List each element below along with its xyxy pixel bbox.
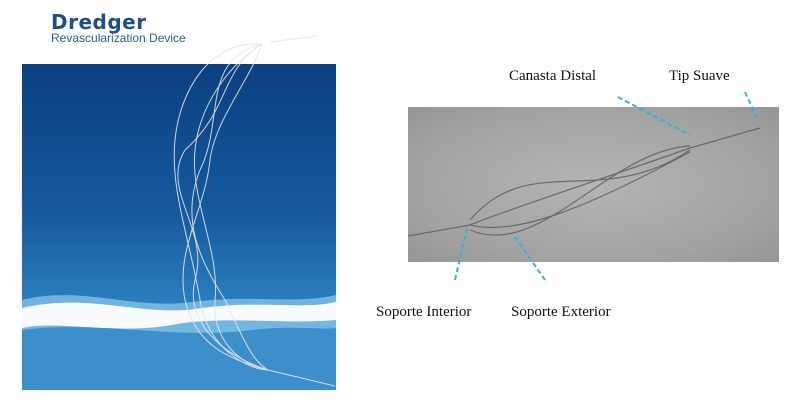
- label-canasta-distal: Canasta Distal: [509, 68, 597, 84]
- label-soporte-interior: Soporte Interior: [376, 304, 472, 320]
- brand-title: Dredger: [51, 10, 147, 34]
- label-soporte-exterior: Soporte Exterior: [511, 304, 611, 320]
- brand-subtitle: Revascularization Device: [51, 31, 186, 45]
- device-photo: [408, 107, 779, 262]
- label-tip-suave: Tip Suave: [669, 68, 730, 84]
- stent-device-illustration: [173, 35, 336, 387]
